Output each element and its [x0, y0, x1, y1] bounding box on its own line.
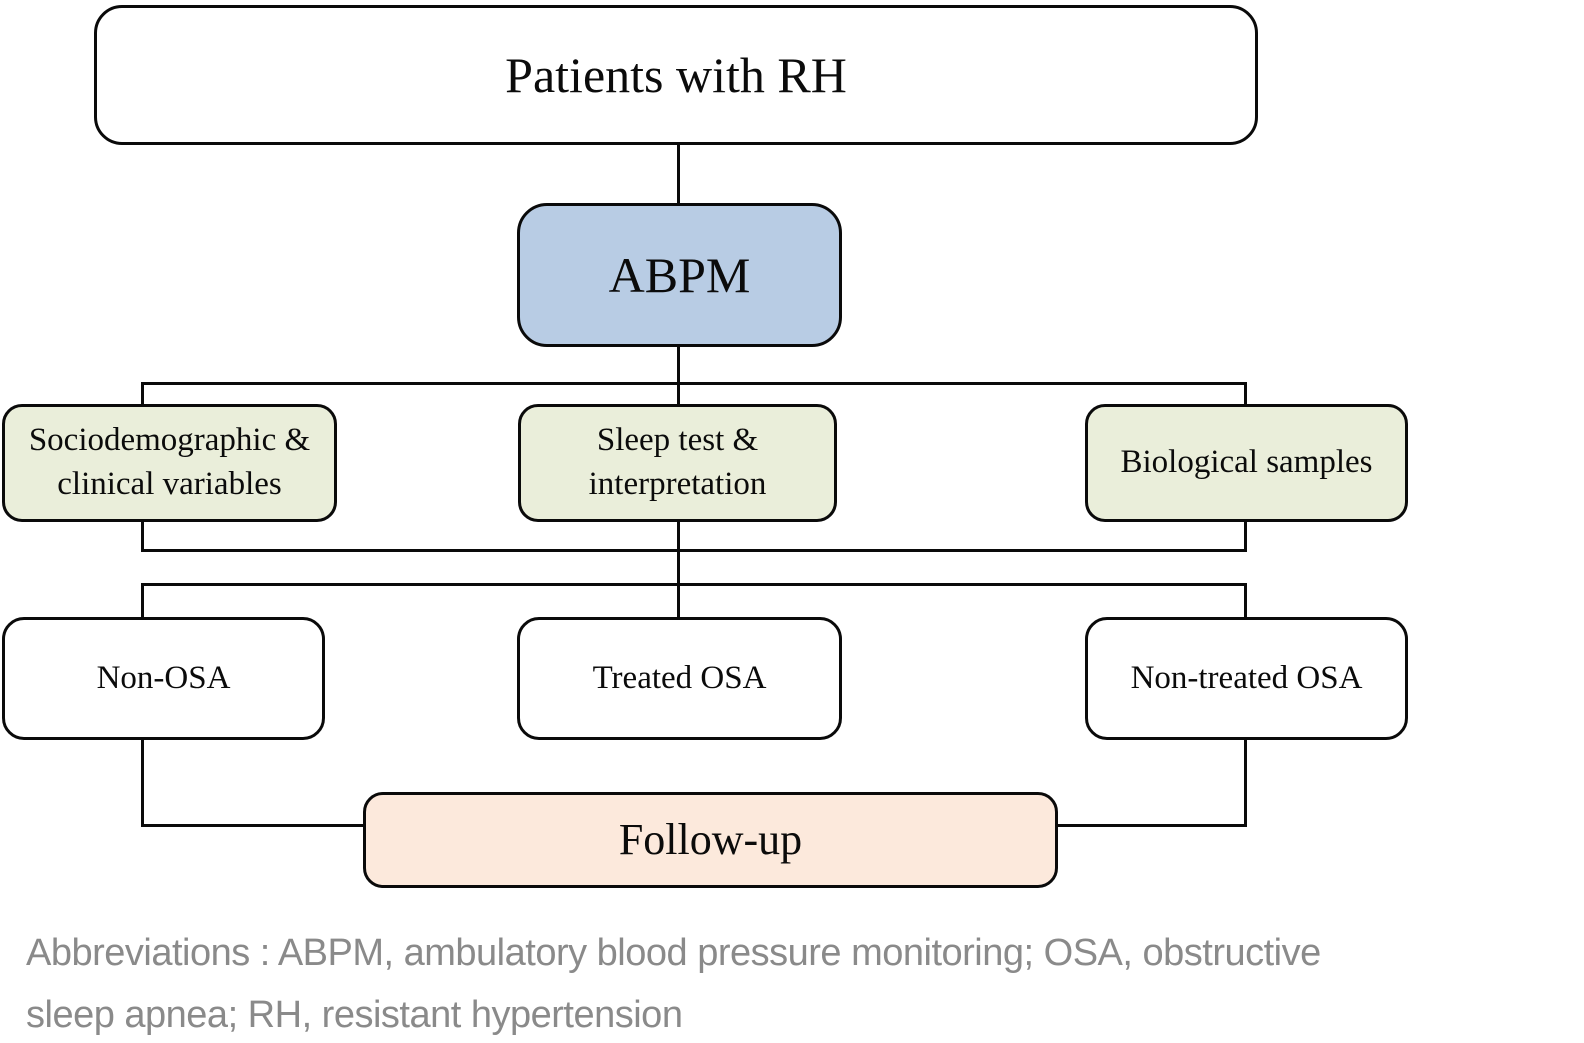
- connector-abpm-to-top-rail: [677, 346, 680, 406]
- node-follow-up-label: Follow-up: [618, 814, 803, 864]
- connector-non-osa-down: [141, 738, 144, 827]
- node-treated-osa-label: Treated OSA: [592, 659, 767, 696]
- connector-left-to-follow-up: [141, 824, 366, 827]
- connector-top-rail-to-bio: [1244, 382, 1247, 407]
- node-non-osa-label: Non-OSA: [96, 659, 231, 696]
- abbreviations-note: Abbreviations : ABPM, ambulatory blood p…: [26, 922, 1321, 1043]
- connector-top-rail-to-socio: [141, 382, 144, 407]
- node-patients-with-rh: Patients with RH: [94, 5, 1258, 145]
- node-non-osa: Non-OSA: [2, 617, 325, 740]
- connector-socio-to-mid-rail: [141, 520, 144, 552]
- node-biological-samples-label: Biological samples: [1120, 444, 1373, 481]
- connector-bio-to-mid-rail: [1244, 520, 1247, 552]
- node-sleep-test-line1: Sleep test &: [596, 422, 759, 459]
- connector-lower-rail-to-non-osa: [141, 583, 144, 619]
- node-abpm: ABPM: [517, 203, 842, 347]
- connector-patients-to-abpm: [677, 144, 680, 205]
- connector-non-treated-down: [1244, 738, 1247, 827]
- connector-top-rail: [141, 382, 1247, 385]
- node-sleep-test-line2: interpretation: [588, 466, 767, 502]
- node-sociodemographic-line1: Sociodemographic &: [28, 422, 311, 459]
- node-sociodemographic-line2: clinical variables: [57, 466, 282, 502]
- node-treated-osa: Treated OSA: [517, 617, 842, 740]
- abbreviations-note-line2: sleep apnea; RH, resistant hypertension: [26, 994, 683, 1036]
- connector-lower-rail-to-non-treated: [1244, 583, 1247, 619]
- abbreviations-note-line1: Abbreviations : ABPM, ambulatory blood p…: [26, 932, 1321, 974]
- connector-right-to-follow-up: [1056, 824, 1247, 827]
- node-biological-samples: Biological samples: [1085, 404, 1408, 522]
- node-follow-up: Follow-up: [363, 792, 1058, 888]
- connector-mid-rail: [141, 549, 1247, 552]
- node-non-treated-osa-label: Non-treated OSA: [1130, 659, 1363, 696]
- connector-lower-rail: [141, 583, 1247, 586]
- node-sociodemographic-variables: Sociodemographic & clinical variables: [2, 404, 337, 522]
- node-patients-with-rh-label: Patients with RH: [505, 47, 847, 103]
- node-sleep-test: Sleep test & interpretation: [518, 404, 837, 522]
- node-abpm-label: ABPM: [608, 247, 751, 303]
- node-non-treated-osa: Non-treated OSA: [1085, 617, 1408, 740]
- connector-sleep-to-treated: [677, 520, 680, 619]
